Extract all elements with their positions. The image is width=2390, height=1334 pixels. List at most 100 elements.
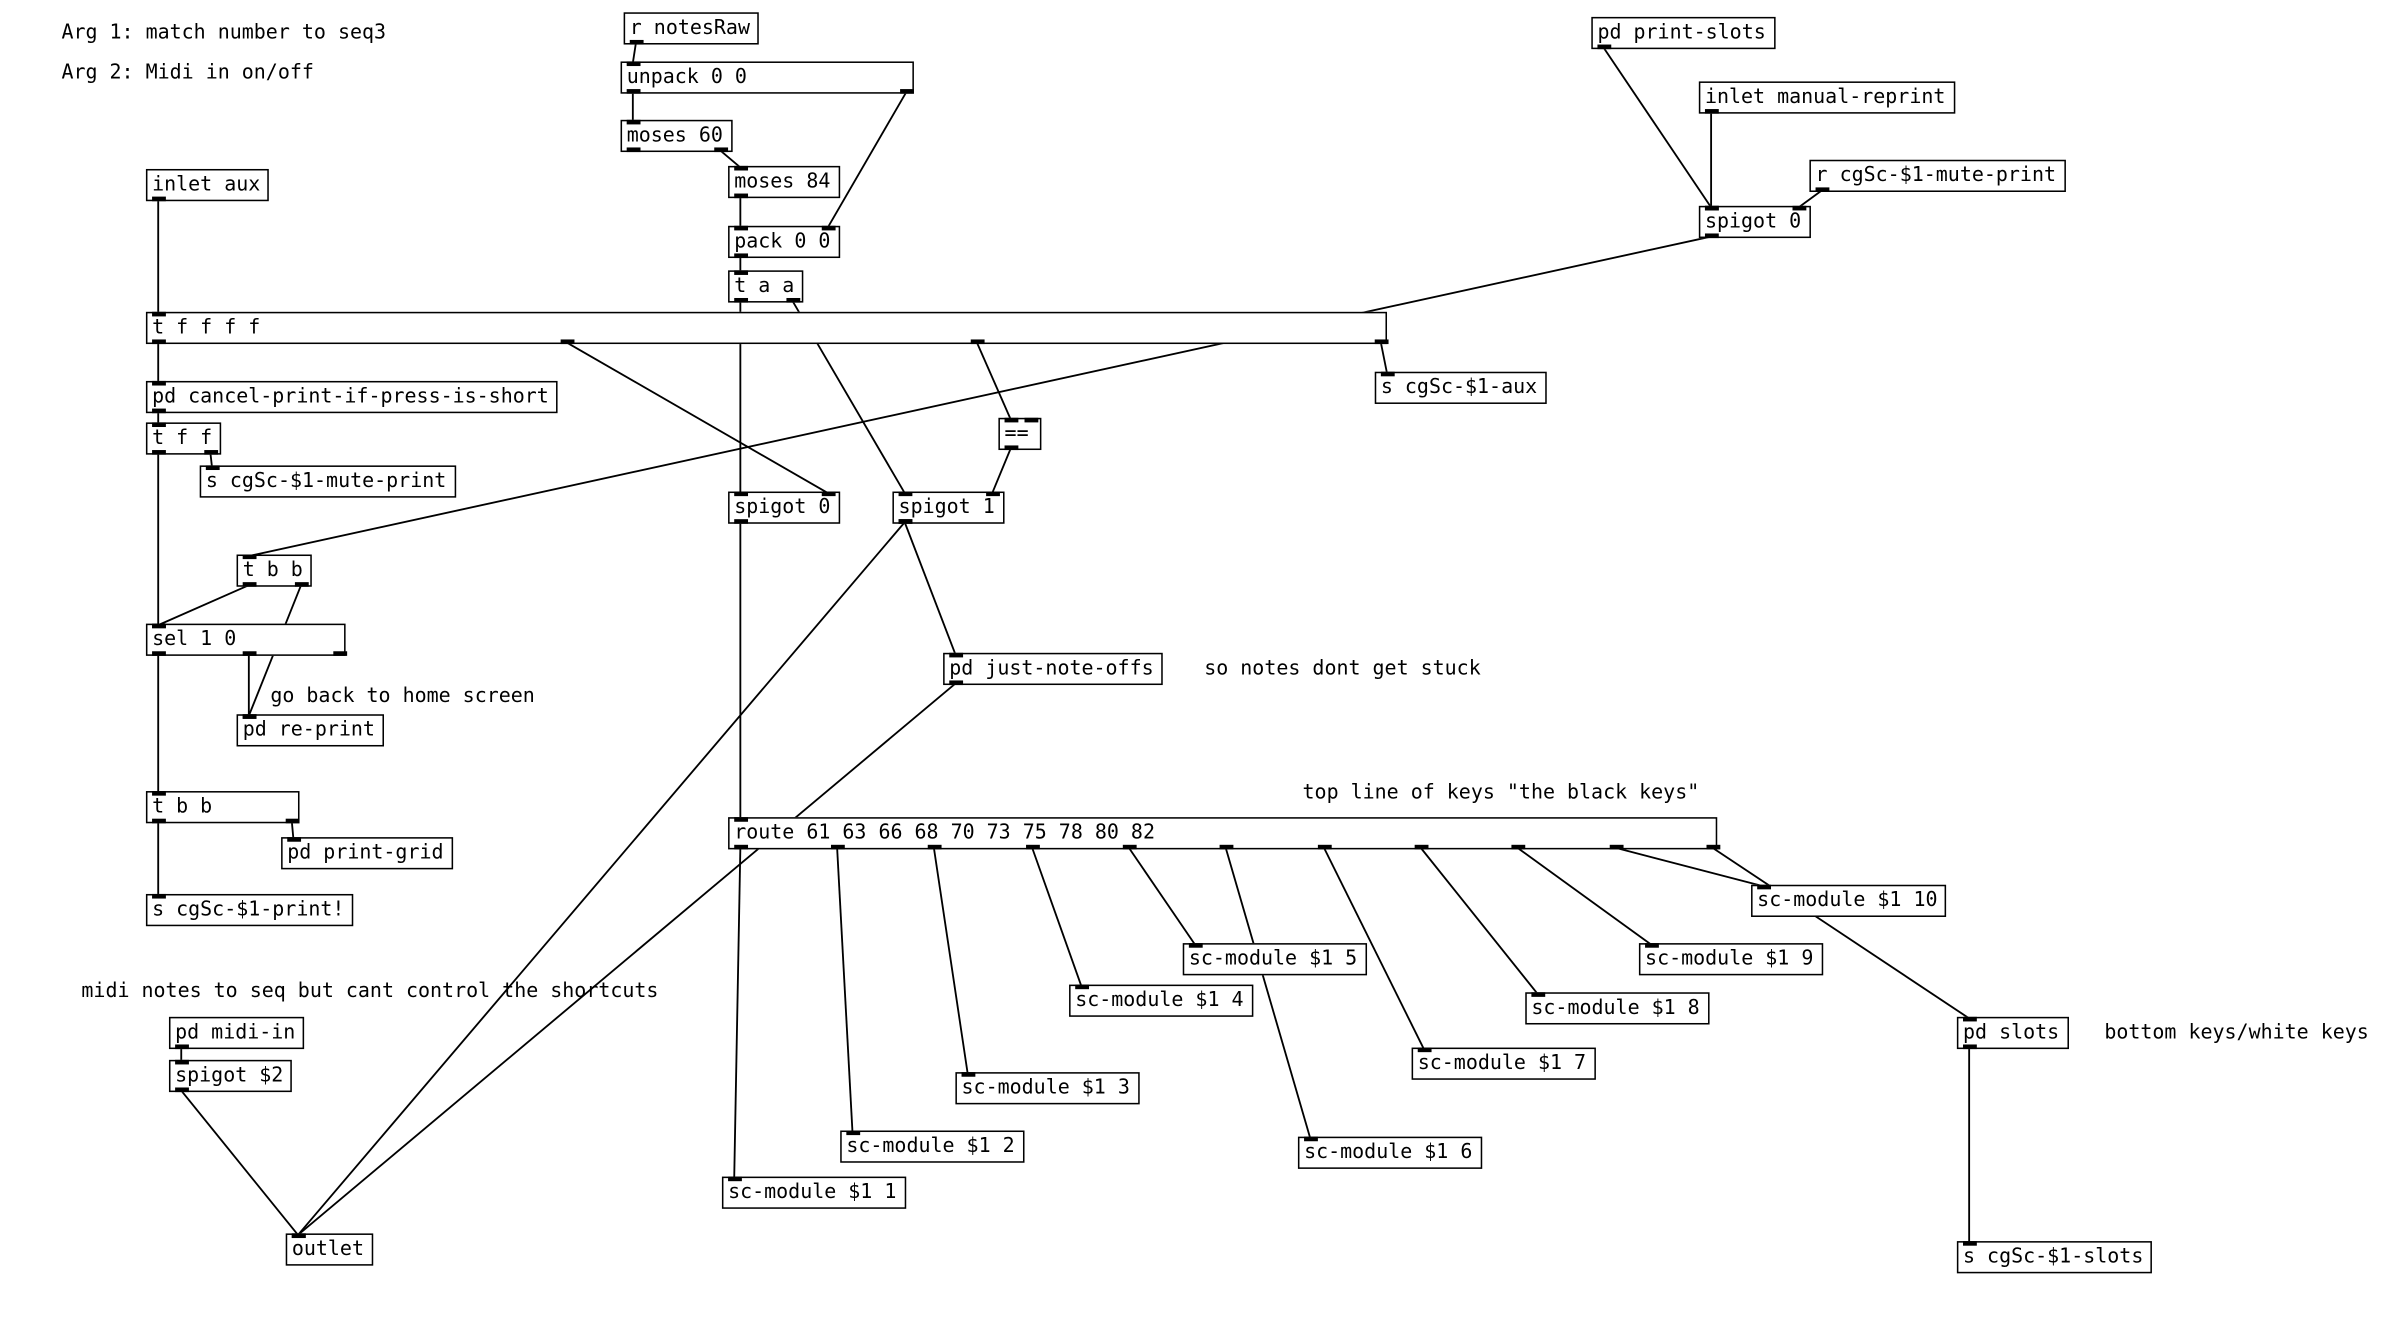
object-box-reprint[interactable]: pd re-print bbox=[236, 714, 384, 747]
inlet-nub[interactable] bbox=[152, 893, 166, 899]
outlet-nub[interactable] bbox=[1122, 844, 1137, 850]
object-box-sprint[interactable]: s cgSc-$1-print! bbox=[145, 893, 354, 927]
patch-cord[interactable] bbox=[976, 342, 1012, 420]
object-box-eq[interactable]: == bbox=[998, 417, 1042, 451]
object-box-sc6[interactable]: sc-module $1 6 bbox=[1297, 1136, 1483, 1169]
inlet-nub[interactable] bbox=[734, 270, 749, 275]
inlet-nub[interactable] bbox=[898, 491, 913, 497]
inlet-nub[interactable] bbox=[1963, 1241, 1977, 1246]
object-box-printslots[interactable]: pd print-slots bbox=[1591, 16, 1776, 50]
outlet-nub[interactable] bbox=[204, 450, 219, 455]
inlet-nub[interactable] bbox=[1024, 417, 1039, 423]
object-box-sc5[interactable]: sc-module $1 5 bbox=[1182, 943, 1368, 976]
inlet-nub[interactable] bbox=[1004, 417, 1019, 423]
outlet-nub[interactable] bbox=[900, 89, 914, 94]
outlet-nub[interactable] bbox=[1414, 844, 1429, 850]
object-box-moses84[interactable]: moses 84 bbox=[728, 165, 841, 199]
outlet-nub[interactable] bbox=[333, 651, 348, 656]
object-box-sc2[interactable]: sc-module $1 2 bbox=[840, 1130, 1025, 1163]
object-box-printgrid[interactable]: pd print-grid bbox=[281, 837, 454, 870]
inlet-nub[interactable] bbox=[1075, 984, 1090, 990]
inlet-nub[interactable] bbox=[175, 1059, 189, 1065]
outlet-nub[interactable] bbox=[1004, 445, 1019, 451]
object-box-notesraw[interactable]: r notesRaw bbox=[623, 12, 759, 45]
patch-cord[interactable] bbox=[991, 448, 1012, 494]
inlet-nub[interactable] bbox=[1188, 943, 1203, 948]
inlet-nub[interactable] bbox=[1304, 1136, 1318, 1142]
object-box-unpack[interactable]: unpack 0 0 bbox=[620, 61, 914, 94]
inlet-nub[interactable] bbox=[1792, 205, 1807, 211]
inlet-nub[interactable] bbox=[242, 714, 257, 719]
inlet-nub[interactable] bbox=[152, 311, 166, 317]
object-box-saux[interactable]: s cgSc-$1-aux bbox=[1374, 371, 1547, 404]
inlet-nub[interactable] bbox=[961, 1072, 976, 1077]
outlet-nub[interactable] bbox=[734, 519, 749, 524]
patch-cord[interactable] bbox=[566, 341, 829, 494]
outlet-nub[interactable] bbox=[927, 844, 942, 850]
object-box-tbb1[interactable]: t b b bbox=[236, 554, 312, 587]
patch-cord[interactable] bbox=[719, 149, 741, 169]
object-box-tbb2[interactable]: t b b bbox=[145, 791, 300, 824]
patch-cord[interactable] bbox=[903, 521, 957, 655]
patch-cord[interactable] bbox=[157, 584, 250, 626]
outlet-nub[interactable] bbox=[629, 39, 644, 45]
outlet-nub[interactable] bbox=[1219, 844, 1234, 850]
inlet-nub[interactable] bbox=[949, 652, 964, 658]
outlet-nub[interactable] bbox=[285, 818, 300, 824]
object-box-sel[interactable]: sel 1 0 bbox=[145, 623, 346, 656]
inlet-nub[interactable] bbox=[1963, 1016, 1977, 1022]
object-box-midiin[interactable]: pd midi-in bbox=[168, 1016, 305, 1050]
patch-cord[interactable] bbox=[1323, 847, 1425, 1050]
outlet-nub[interactable] bbox=[734, 844, 749, 850]
object-box-spigot0tr[interactable]: spigot 0 bbox=[1698, 205, 1811, 239]
object-box-pdslots[interactable]: pd slots bbox=[1956, 1016, 2069, 1050]
outlet-nub[interactable] bbox=[734, 297, 749, 303]
inlet-nub[interactable] bbox=[821, 491, 836, 497]
inlet-nub[interactable] bbox=[734, 491, 749, 497]
outlet-nub[interactable] bbox=[949, 680, 964, 686]
outlet-nub[interactable] bbox=[898, 519, 913, 524]
outlet-nub[interactable] bbox=[152, 196, 166, 202]
object-box-sc8[interactable]: sc-module $1 8 bbox=[1525, 992, 1710, 1025]
inlet-nub[interactable] bbox=[152, 380, 166, 386]
object-box-route[interactable]: route 61 63 66 68 70 73 75 78 80 82 bbox=[728, 817, 1718, 850]
outlet-nub[interactable] bbox=[714, 147, 729, 153]
inlet-nub[interactable] bbox=[242, 554, 257, 560]
inlet-nub[interactable] bbox=[152, 791, 166, 796]
outlet-nub[interactable] bbox=[294, 582, 309, 587]
patch-cord[interactable] bbox=[836, 847, 854, 1133]
patch-cord[interactable] bbox=[932, 847, 969, 1074]
object-box-spigot1c[interactable]: spigot 1 bbox=[892, 491, 1005, 524]
object-box-spigot0c[interactable]: spigot 0 bbox=[728, 491, 841, 524]
object-box-sc9[interactable]: sc-module $1 9 bbox=[1638, 943, 1824, 976]
object-box-smute[interactable]: s cgSc-$1-mute-print bbox=[199, 465, 457, 498]
patch-cord[interactable] bbox=[827, 91, 908, 228]
outlet-nub[interactable] bbox=[1511, 844, 1526, 850]
inlet-nub[interactable] bbox=[986, 491, 1000, 497]
object-box-sc3[interactable]: sc-module $1 3 bbox=[955, 1072, 1140, 1105]
inlet-nub[interactable] bbox=[626, 119, 641, 125]
object-box-tff[interactable]: t f f bbox=[145, 422, 222, 455]
outlet-nub[interactable] bbox=[242, 582, 257, 587]
inlet-nub[interactable] bbox=[734, 165, 749, 171]
outlet-nub[interactable] bbox=[1704, 109, 1719, 114]
outlet-nub[interactable] bbox=[626, 89, 641, 94]
outlet-nub[interactable] bbox=[1026, 844, 1040, 850]
patch-cord[interactable] bbox=[1798, 189, 1823, 209]
outlet-nub[interactable] bbox=[152, 651, 166, 656]
patch-cord[interactable] bbox=[1712, 847, 1970, 1020]
outlet-nub[interactable] bbox=[152, 450, 166, 455]
inlet-nub[interactable] bbox=[734, 817, 749, 822]
inlet-nub[interactable] bbox=[626, 61, 641, 67]
inlet-nub[interactable] bbox=[1645, 943, 1659, 948]
outlet-nub[interactable] bbox=[1317, 844, 1332, 850]
outlet-nub[interactable] bbox=[152, 408, 166, 414]
outlet-nub[interactable] bbox=[1704, 233, 1719, 239]
object-box-sc10[interactable]: sc-module $1 10 bbox=[1751, 884, 1947, 917]
inlet-nub[interactable] bbox=[1380, 371, 1395, 377]
patch-cord[interactable] bbox=[733, 847, 742, 1179]
outlet-nub[interactable] bbox=[734, 253, 749, 259]
object-box-pack[interactable]: pack 0 0 bbox=[728, 225, 841, 259]
inlet-nub[interactable] bbox=[287, 837, 302, 842]
patch-cord[interactable] bbox=[209, 453, 213, 468]
